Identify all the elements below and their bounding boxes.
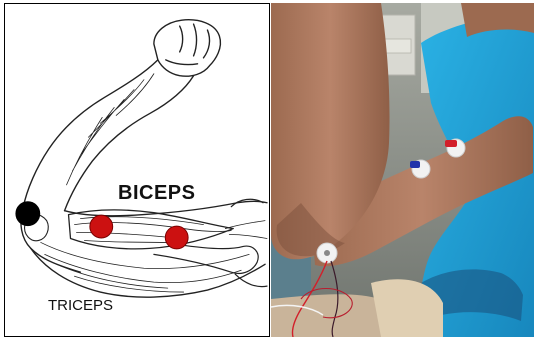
triceps-fibers	[41, 242, 249, 292]
fist-outline	[154, 20, 221, 76]
forearm-fibers	[67, 74, 154, 185]
arm-photo	[271, 3, 534, 337]
biceps-lead-blue	[410, 161, 420, 168]
triceps-label: TRICEPS	[48, 297, 113, 314]
arm-photo-panel	[271, 3, 534, 337]
foreground-object	[271, 294, 391, 337]
elbow-electrode-snap	[324, 250, 330, 256]
biceps-lead-red	[445, 140, 457, 147]
arm-illustration-panel: BICEPS TRICEPS	[4, 3, 270, 337]
finger-lines	[166, 24, 210, 64]
biceps-electrode-1	[90, 215, 113, 238]
humerus-bone	[154, 244, 258, 273]
biceps-electrode-2	[165, 226, 188, 249]
arm-muscle-drawing	[5, 4, 269, 336]
biceps-label: BICEPS	[118, 182, 195, 205]
upper-arm-bottom	[31, 248, 265, 297]
reference-electrode	[16, 202, 40, 226]
